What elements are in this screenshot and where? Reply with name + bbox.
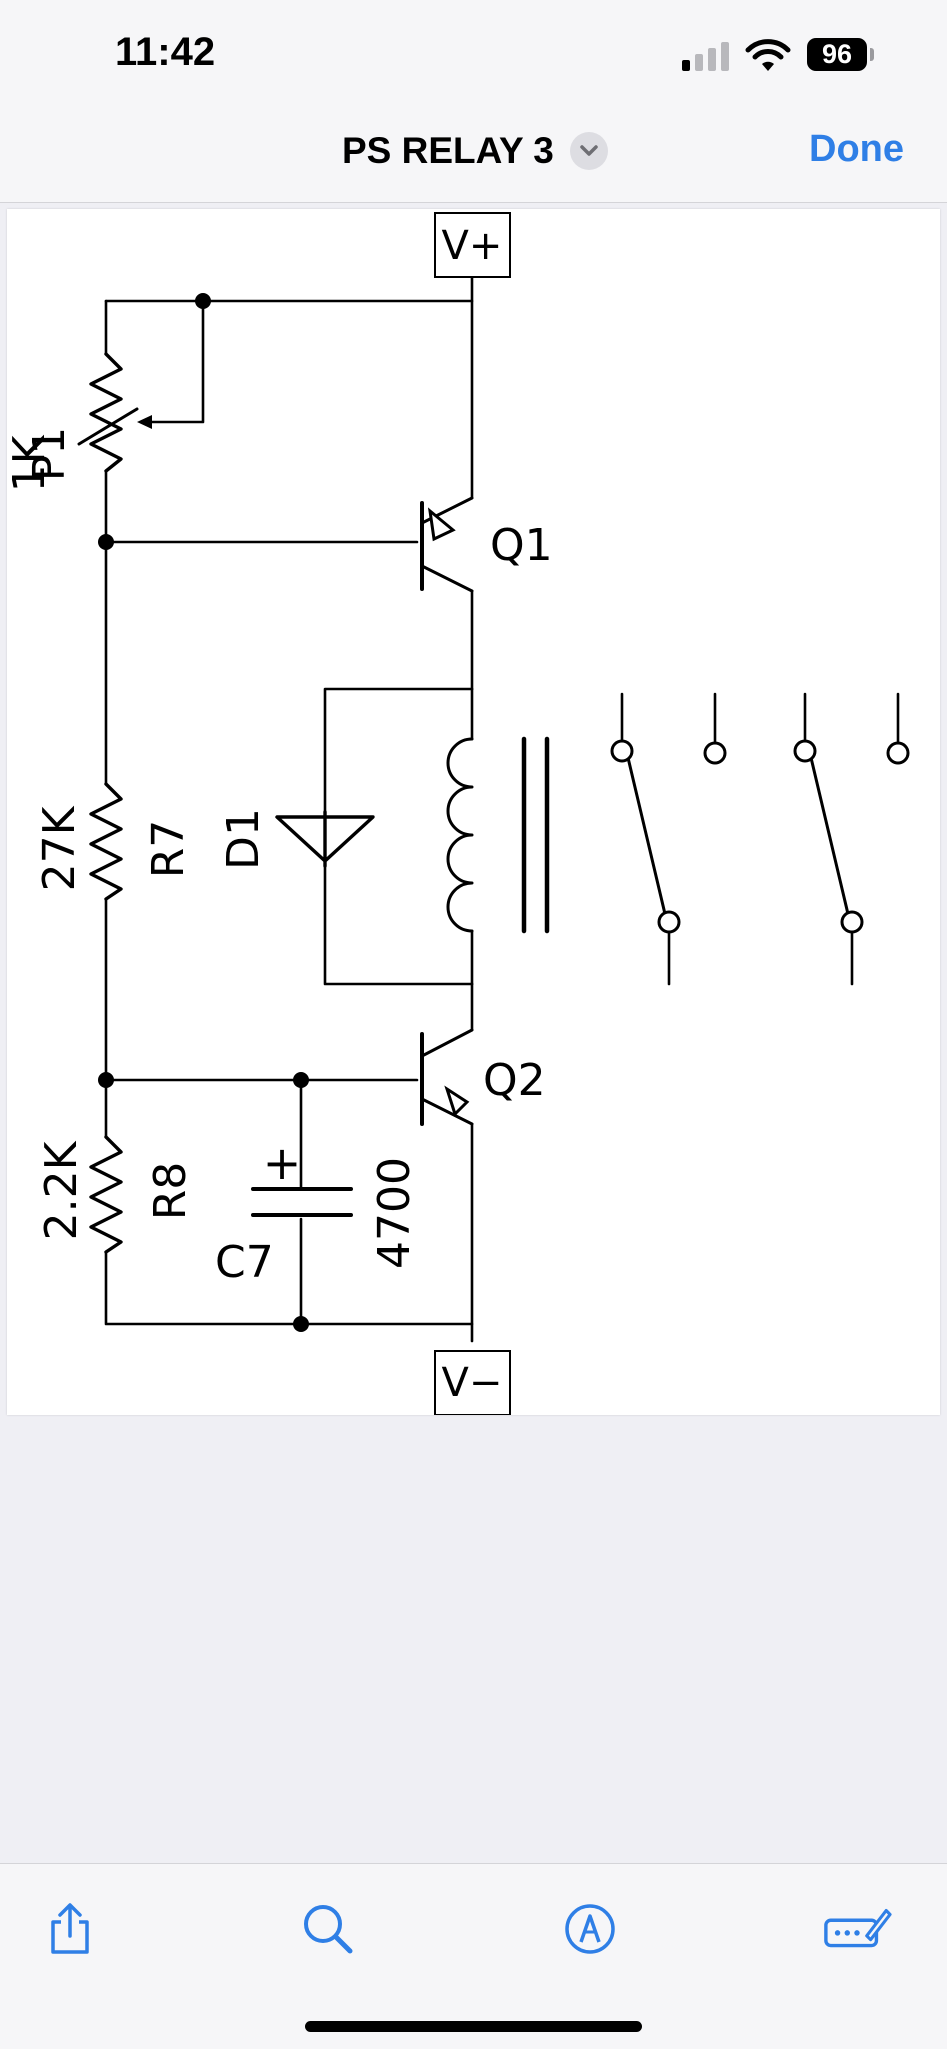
markup-icon xyxy=(565,1904,615,1954)
wire-d1-loop xyxy=(323,687,474,986)
p1-value: 1K xyxy=(7,434,55,492)
transistor-q1-collector xyxy=(420,564,474,593)
junction-dot xyxy=(98,1072,114,1088)
d1-label: D1 xyxy=(218,808,269,870)
schematic-diagram: V+ V− Q1 Q2 C7 + P1 1K 27K R7 D1 2.2K R8… xyxy=(4,212,910,1416)
markup-button[interactable] xyxy=(555,1894,625,1964)
resistor-r7 xyxy=(89,782,123,901)
resistor-p1 xyxy=(89,352,123,473)
document-page: V+ V− Q1 Q2 C7 + P1 1K 27K R7 D1 2.2K R8… xyxy=(4,209,940,1416)
q2-label: Q2 xyxy=(483,1055,546,1106)
r8-label: R8 xyxy=(145,1162,196,1221)
bottom-toolbar xyxy=(0,1863,947,2049)
junction-dot xyxy=(293,1072,309,1088)
transistor-q1-arrow xyxy=(427,507,456,542)
nav-bar: PS RELAY 3 Done xyxy=(0,110,947,203)
terminal-vplus-box xyxy=(434,212,511,278)
search-icon xyxy=(304,1905,353,1954)
r8-value: 2.2K xyxy=(36,1140,87,1240)
status-time: 11:42 xyxy=(115,30,216,74)
relay-contact xyxy=(840,910,864,934)
share-icon xyxy=(51,1903,89,1954)
terminal-vplus-label: V+ xyxy=(442,223,503,269)
r7-label: R7 xyxy=(143,820,194,879)
share-button[interactable] xyxy=(35,1894,105,1964)
c7-polarity-label: + xyxy=(263,1136,302,1190)
relay-contact xyxy=(610,739,634,763)
transistor-q2-arrow xyxy=(444,1085,470,1117)
relay-contact xyxy=(793,739,817,763)
chevron-down-icon[interactable] xyxy=(569,132,608,170)
r7-value: 27K xyxy=(34,805,85,891)
capacitor-c7 xyxy=(251,1187,353,1217)
search-button[interactable] xyxy=(293,1894,363,1964)
done-button[interactable]: Done xyxy=(809,128,904,170)
terminal-vminus-label: V− xyxy=(442,1360,503,1406)
junction-dot xyxy=(293,1316,309,1332)
resistor-r8 xyxy=(89,1135,123,1254)
potentiometer-arrow xyxy=(77,407,139,446)
q1-label: Q1 xyxy=(490,520,553,571)
switch-arm-2 xyxy=(806,743,850,916)
diode-d1 xyxy=(275,810,375,868)
form-fill-button[interactable] xyxy=(822,1894,892,1964)
battery-cap-icon xyxy=(870,48,874,61)
battery-icon: 96 xyxy=(807,38,867,71)
relay-contact xyxy=(703,741,727,765)
c7-label: C7 xyxy=(215,1237,274,1288)
status-bar: 11:42 96 xyxy=(0,0,947,110)
transistor-q2-collector xyxy=(420,1028,474,1058)
relay-core xyxy=(521,736,550,934)
p1-label: P1 xyxy=(24,427,75,482)
form-fill-icon xyxy=(824,1908,892,1948)
c7-value: 4700 xyxy=(369,1157,420,1269)
relay-coil xyxy=(446,737,474,933)
battery-level: 96 xyxy=(821,39,853,69)
wifi-icon xyxy=(745,39,791,71)
wire-wiper-loop xyxy=(149,299,205,424)
document-title: PS RELAY 3 xyxy=(342,130,554,171)
home-indicator xyxy=(305,2021,642,2032)
transistor-q2-emitter xyxy=(420,1097,474,1126)
junction-dot xyxy=(98,534,114,550)
signal-icon xyxy=(682,42,729,71)
relay-contact xyxy=(657,910,681,934)
switch-arm-1 xyxy=(623,743,667,916)
title-menu[interactable]: PS RELAY 3 xyxy=(342,130,608,172)
relay-contact xyxy=(886,741,910,765)
potentiometer-arrowhead xyxy=(137,415,152,429)
junction-dot xyxy=(195,293,211,309)
